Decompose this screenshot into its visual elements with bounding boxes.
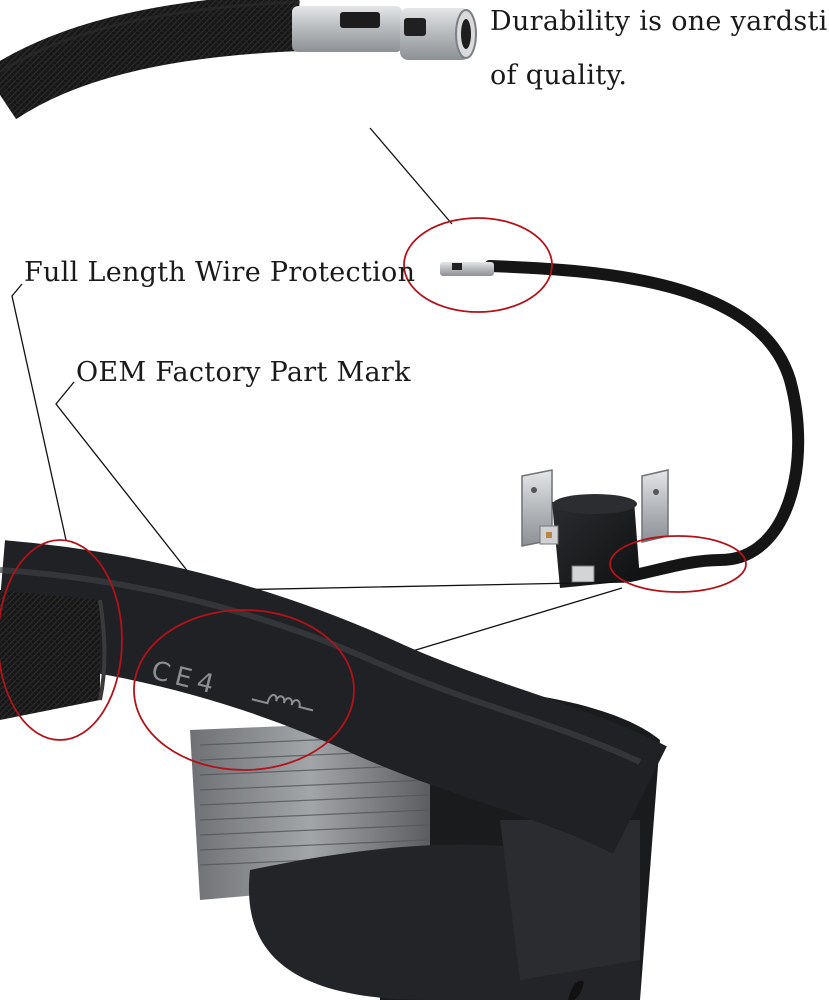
top-wire-closeup [0,0,477,120]
leader-line-oem-caption [55,381,227,621]
leader-line-wire-caption [11,283,67,541]
durability-caption-line2: of quality. [490,60,628,91]
cable-closeup: CE4 [0,540,667,854]
highlight-circle-part-mark [133,609,355,771]
oem-mark-caption: OEM Factory Part Mark [76,357,411,388]
durability-caption-line1: Durability is one yardstick [490,6,829,37]
highlight-circle-wire-protection [0,539,123,741]
highlight-circles [0,217,747,771]
highlight-circle-coil-wire [609,535,747,593]
coil-wire [440,260,805,582]
leader-line-durability [369,127,453,225]
fragment-shape [568,980,584,1000]
highlight-circle-terminal [403,217,553,313]
ignition-coil-small [521,469,669,588]
wire-protection-caption: Full Length Wire Protection [24,257,416,288]
